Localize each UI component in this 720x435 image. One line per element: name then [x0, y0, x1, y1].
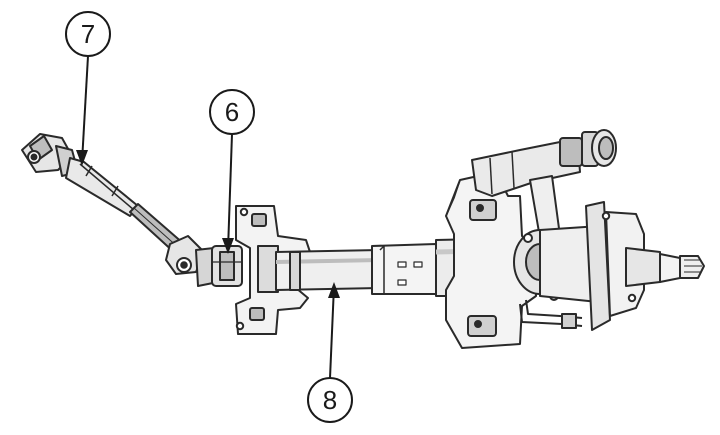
callout-8-circle	[307, 377, 353, 423]
upper-mounting-bracket	[445, 171, 537, 349]
callout-7-label: 7	[81, 19, 95, 49]
callout-7-leader-line	[81, 55, 89, 163]
callout-8-leader-line	[329, 285, 335, 379]
callout-8: 8	[307, 282, 353, 423]
callout-8-arrowhead	[328, 282, 340, 298]
lower-mounting-bracket	[235, 205, 311, 335]
callout-6-circle	[209, 89, 255, 135]
steering-shaft-tip	[625, 247, 705, 287]
callout-6-label: 6	[225, 97, 239, 127]
wire-harness	[519, 299, 583, 329]
callout-8-label: 8	[323, 385, 337, 415]
callout-7: 7	[65, 11, 111, 166]
tilt-lever	[471, 129, 617, 239]
coupling-clamp	[211, 245, 243, 287]
callout-7-circle	[65, 11, 111, 57]
callout-6: 6	[209, 89, 255, 254]
callout-6-leader-line	[227, 133, 233, 251]
lower-universal-joint	[165, 235, 219, 287]
callout-6-arrowhead	[222, 238, 234, 254]
callout-7-arrowhead	[76, 150, 88, 166]
intermediate-shaft	[21, 133, 219, 287]
upper-housing	[513, 201, 645, 331]
